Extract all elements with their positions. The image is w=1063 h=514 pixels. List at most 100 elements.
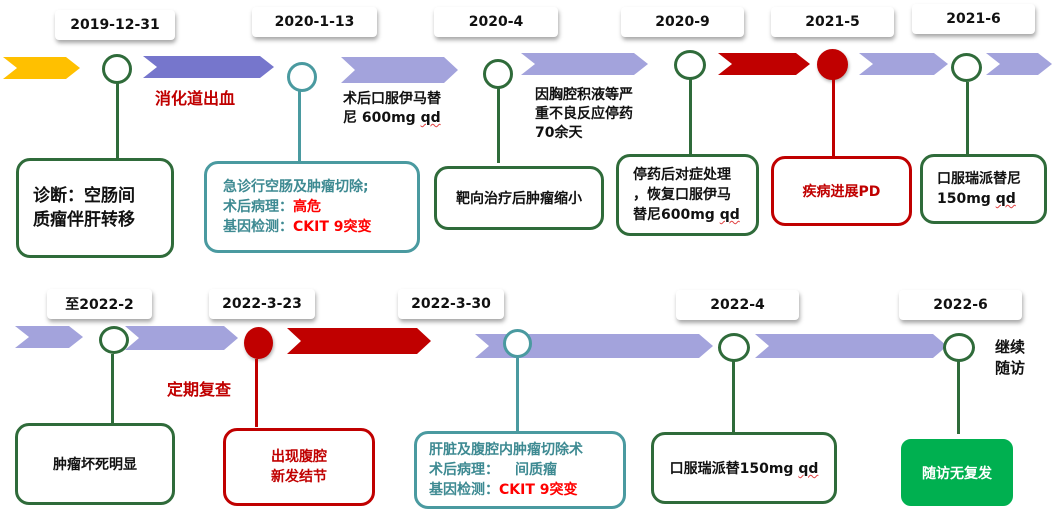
connector-line [689,79,692,156]
note-line: 重不良反应停药 [535,106,633,122]
note-line: 因胸腔积液等严 [535,87,633,103]
event-box-resume: 停药后对症处理 ，恢复口服伊马 替尼600mg qd [616,154,759,236]
timeline-node [718,333,750,362]
timeline-node [102,54,132,84]
box-line: 基因检测：CKIT 9突变 [223,217,417,237]
box-line: 新发结节 [271,469,327,485]
box-text: qd [798,461,819,477]
event-box-diagnosis: 诊断：空肠间 质瘤伴肝转移 [16,158,174,258]
box-label: 术后病理： [429,462,499,478]
timeline-arrow [15,326,83,348]
event-box-ripretinib: 口服瑞派替尼 150mg qd [920,154,1047,224]
connector-line [116,83,119,158]
timeline-arrow [125,326,238,350]
timeline-node [287,62,317,92]
timeline-node [483,59,513,89]
box-text: 替尼600mg [633,207,720,223]
timeline-node [951,53,982,82]
timeline-arrow [755,334,947,358]
connector-line [957,361,960,434]
event-note-post-op: 术后口服伊马替 尼 600mg qd [343,90,441,128]
event-box-ripretinib-2: 口服瑞派替150mg qd [651,432,837,504]
note-text: 尼 600mg [343,110,421,126]
event-box-surgery: 急诊行空肠及肿瘤切除; 术后病理：高危 基因检测：CKIT 9突变 [204,161,420,253]
date-label: 2020-9 [621,7,744,37]
date-label: 2022-4 [676,290,799,320]
timeline-node-event [817,49,848,80]
date-label: 至2022-2 [47,289,152,319]
box-label: 术后病理： [223,199,293,215]
box-label: 基因检测： [223,219,293,235]
timeline-arrow [143,56,274,78]
box-line: 疾病进展PD [802,184,881,200]
note-line: 70余天 [535,125,583,141]
note-text: qd [420,110,441,126]
event-box-new-nodule: 出现腹腔 新发结节 [223,428,375,506]
timeline-arrow [859,53,948,75]
box-value: CKIT 9突变 [499,482,578,498]
box-value: 间质瘤 [515,462,557,478]
box-line: 停药后对症处理 [633,167,731,183]
box-line: 出现腹腔 [271,449,327,465]
box-line: 靶向治疗后肿瘤缩小 [456,191,582,207]
timeline-arrow [718,53,810,75]
connector-line [966,82,969,155]
box-line: 150mg qd [937,189,1044,209]
date-label: 2020-4 [434,7,558,37]
box-line: 术后病理：高危 [223,197,417,217]
timeline-arrow [3,57,80,79]
box-text: 口服瑞派替150mg [669,461,799,477]
timeline-arrow [341,57,458,83]
timeline-node [943,333,975,362]
event-box-resection: 肝脏及腹腔内肿瘤切除术 术后病理： 间质瘤 基因检测：CKIT 9突变 [414,431,626,509]
box-line: 口服瑞派替尼 [937,171,1021,187]
box-line: 口服瑞派替150mg qd [670,458,819,478]
timeline-node-event [244,327,273,359]
date-label: 2019-12-31 [55,10,175,40]
note-line: 继续 [995,338,1026,356]
box-line: 急诊行空肠及肿瘤切除; [223,179,369,195]
box-line: 术后病理： 间质瘤 [429,460,623,480]
event-box-shrink: 靶向治疗后肿瘤缩小 [434,166,604,230]
box-text: qd [995,191,1016,207]
box-value: 高危 [293,199,321,215]
box-text: qd [719,207,740,223]
connector-line [497,88,500,163]
date-label: 2022-3-23 [209,289,315,319]
event-box-necrosis: 肿瘤坏死明显 [15,423,175,505]
date-label: 2021-5 [771,7,894,37]
date-label: 2021-6 [912,4,1035,34]
box-text: 150mg [937,191,996,207]
box-line: 替尼600mg qd [633,205,756,225]
box-line: 诊断：空肠间 [33,186,135,206]
box-value: CKIT 9突变 [293,219,372,235]
event-note-regular-check: 定期复查 [167,380,232,399]
box-label: 基因检测： [429,482,499,498]
connector-line [255,359,258,427]
box-line: 肿瘤坏死明显 [53,457,137,473]
event-box-progression: 疾病进展PD [771,156,912,226]
box-line: 质瘤伴肝转移 [33,210,135,230]
timeline-node [674,50,706,80]
timeline-node [503,329,532,358]
timeline-arrow [521,53,648,75]
connector-line [111,354,114,426]
connector-line [516,358,519,432]
timeline-node [99,326,129,354]
box-line: 基因检测：CKIT 9突变 [429,480,623,500]
connector-line [832,79,835,156]
note-line: 术后口服伊马替 [343,91,441,107]
timeline-arrow [287,328,431,354]
box-line: 肝脏及腹腔内肿瘤切除术 [429,442,583,458]
note-line: 尼 600mg qd [343,109,441,128]
event-box-no-recurrence: 随访无复发 [901,439,1013,506]
connector-line [298,91,301,165]
box-line: ，恢复口服伊马 [633,187,731,203]
event-note-stop-drug: 因胸腔积液等严 重不良反应停药 70余天 [535,86,633,143]
note-line: 随访 [995,359,1026,377]
event-note-continue-followup: 继续 随访 [995,337,1025,379]
connector-line [732,361,735,432]
date-label: 2022-3-30 [398,289,504,319]
event-note-bleeding: 消化道出血 [155,89,236,108]
box-line: 随访无复发 [922,465,992,482]
